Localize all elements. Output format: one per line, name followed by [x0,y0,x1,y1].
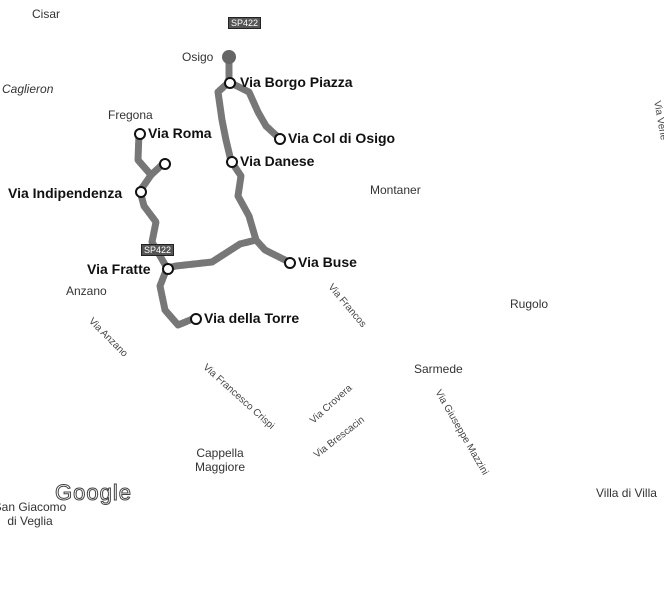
place-label: Cappella Maggiore [194,446,246,474]
place-label: Sarmede [414,362,463,376]
stop-marker[interactable] [135,186,147,198]
stop-marker[interactable] [274,133,286,145]
osigo-pin-icon [222,50,236,64]
stop-marker[interactable] [134,128,146,140]
route-segment-torre [156,264,199,329]
place-label: Villa di Villa [596,486,657,500]
place-label: Caglieron [2,82,54,96]
stop-label: Via Col di Osigo [288,130,396,146]
stop-label: Via Danese [240,153,315,169]
stop-marker[interactable] [190,313,202,325]
stop-label: Via Buse [298,254,357,270]
road-badge: SP422 [141,244,175,256]
place-label: Osigo [182,50,214,64]
road-badge: SP422 [228,17,262,29]
stop-marker[interactable] [226,156,238,168]
stop-label: Via Fratte [87,261,151,277]
stop-marker[interactable] [162,263,174,275]
stop-marker[interactable] [159,158,171,170]
stop-label: Via Indipendenza [8,185,123,201]
place-label: Anzano [66,284,107,298]
place-label: Rugolo [510,297,549,311]
stop-label: Via Roma [148,125,212,141]
stop-marker[interactable] [284,257,296,269]
place-label: Montaner [370,183,421,197]
stop-label: Via Borgo Piazza [240,74,353,90]
stop-marker[interactable] [224,77,236,89]
place-label: Cisar [32,7,61,21]
route-segment-borgo-col [225,78,283,142]
route-segment-fratte [163,236,260,272]
google-logo: Google [55,480,132,506]
stop-label: Via della Torre [204,310,300,326]
place-label: Fregona [108,108,153,122]
route-segment-roma [134,129,155,179]
place-label: San Giacomo di Veglia [0,500,67,528]
